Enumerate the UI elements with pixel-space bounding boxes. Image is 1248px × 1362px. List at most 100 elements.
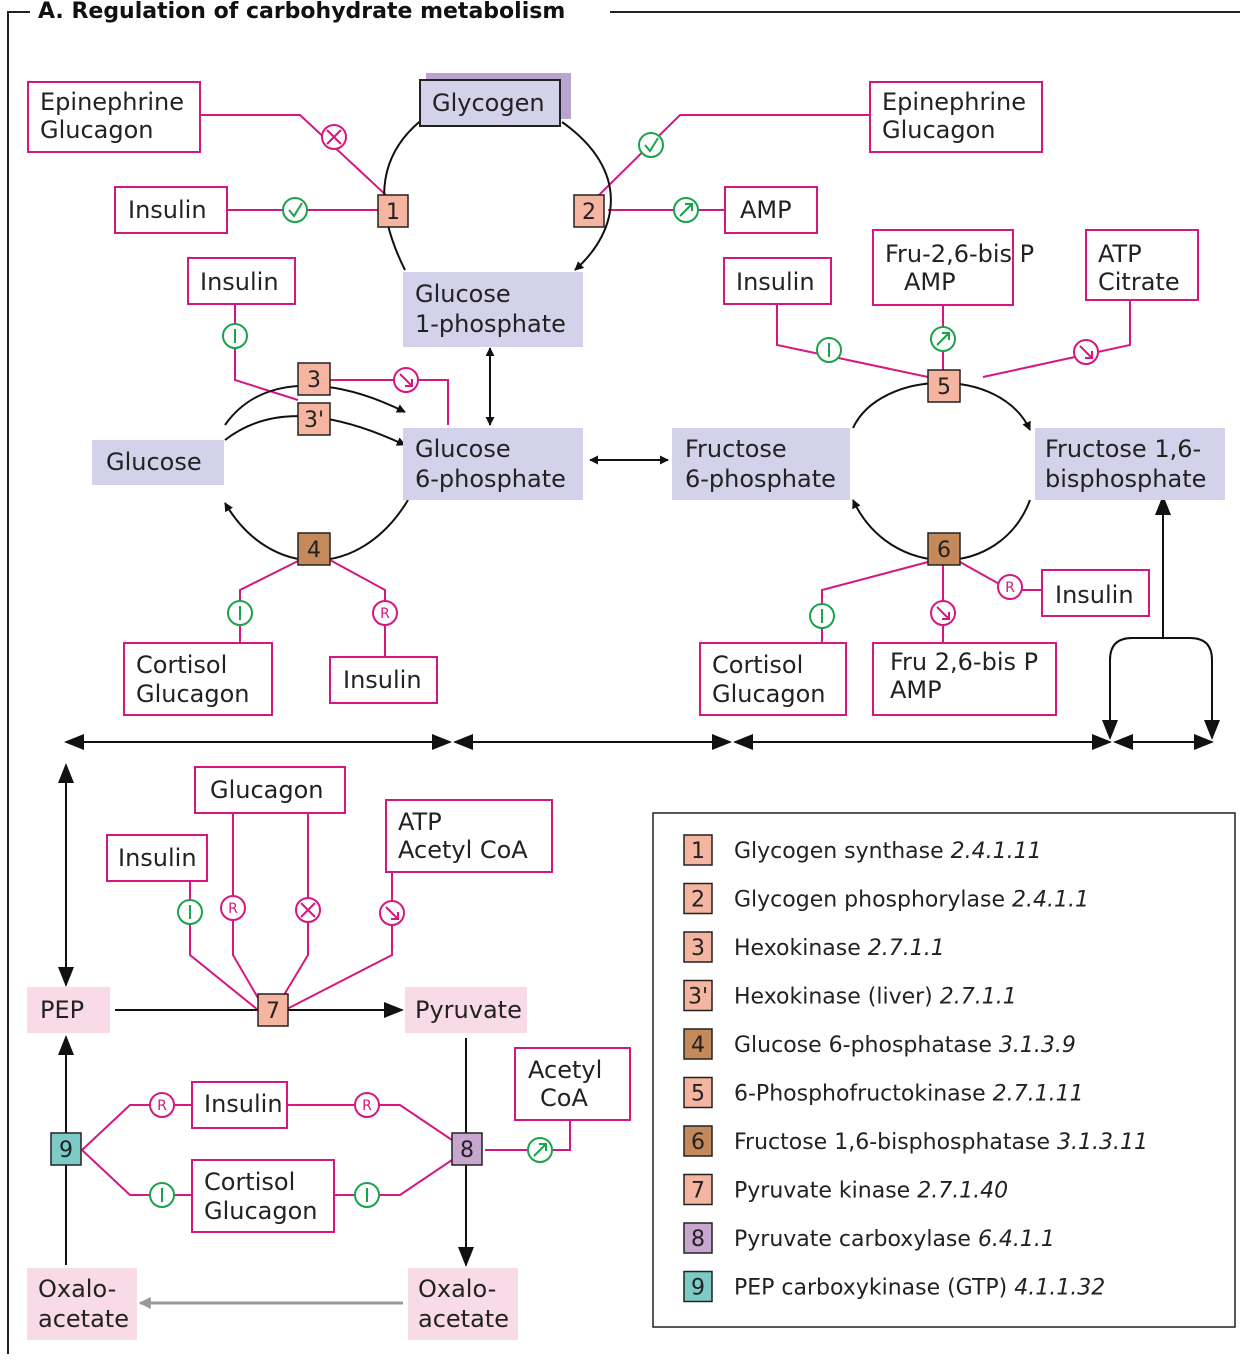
svg-text:1: 1 [386,200,400,225]
repress-icon: R [149,1092,175,1118]
legend-ec-number: 3.1.3.9 [999,1033,1076,1058]
reg-fru26bp-5: Fru-2,6-bis P [885,240,1034,268]
oaa-right-line2: acetate [418,1305,509,1333]
repress-icon: R [372,600,398,626]
increase-arrow-icon [930,326,956,352]
f16bp-label-line1: Fructose 1,6- [1045,435,1201,463]
oaa-left-line1: Oxalo- [38,1275,116,1303]
induce-icon [809,603,835,629]
reg-insulin-1: Insulin [128,196,207,224]
induce-icon [354,1182,380,1208]
legend-swatch [683,1270,713,1303]
activate-markers [282,132,664,223]
enzyme-box-9: 9 [50,1132,82,1166]
svg-text:R: R [362,1098,372,1114]
f16bp-label-line2: bisphosphate [1045,465,1206,493]
legend-ec-number: 2.7.1.1 [940,985,1017,1010]
inhibit-icon [295,897,321,923]
decrease-arrow-icon [930,600,956,626]
repress-markers: R R R R R [149,574,1023,1118]
legend-swatch [683,931,713,963]
outer-frame [7,11,1240,1354]
induce-icon [816,337,842,363]
oaa-left-line2: acetate [38,1305,129,1333]
legend-enzyme-name: Pyruvate carboxylase 6.4.1.1 [734,1227,1055,1252]
legend-number: 6 [691,1130,705,1155]
increase-arrow-icon [673,197,699,223]
reg-cortisol-8-9: Cortisol [204,1168,295,1196]
metabolite-glucose-6-phosphate: Glucose 6-phosphate [403,428,583,500]
inhibit-icon [321,124,347,150]
diagram-title: A. Regulation of carbohydrate metabolism [38,0,565,24]
legend-swatch [683,834,713,866]
svg-text:3: 3 [307,368,321,393]
reg-atp-7: ATP [398,808,442,836]
repress-icon: R [354,1092,380,1118]
reg-insulin-8-9: Insulin [204,1090,283,1118]
reg-coa-8: CoA [540,1084,588,1112]
g6p-label-line2: 6-phosphate [415,465,566,493]
legend-swatch [683,1076,713,1109]
legend-swatch [683,1125,713,1157]
enzyme-box-8: 8 [451,1132,483,1166]
metabolite-oxaloacetate-left: Oxalo- acetate [27,1268,137,1340]
svg-text:6: 6 [937,538,951,563]
reg-glucagon-2: Glucagon [882,116,996,144]
legend-row: 8 Pyruvate carboxylase 6.4.1.1 [683,1222,1055,1254]
enzyme-box-1: 1 [377,194,409,228]
svg-text:4: 4 [307,538,321,563]
legend-enzyme-name: 6-Phosphofructokinase 2.7.1.11 [734,1082,1084,1107]
svg-text:3': 3' [304,408,324,433]
svg-text:R: R [1005,580,1015,596]
legend-number: 3' [688,985,708,1010]
reg-insulin-3: Insulin [200,268,279,296]
legend-enzyme-name: PEP carboxykinase (GTP) 4.1.1.32 [734,1276,1105,1301]
legend-enzyme-name: Hexokinase 2.7.1.1 [734,936,945,961]
legend-number: 2 [691,888,705,913]
reg-amp-2: AMP [740,196,792,224]
reg-amp-5: AMP [904,268,956,296]
metabolite-glucose-1-phosphate: Glucose 1-phosphate [403,272,583,347]
reg-acetylcoa-7: Acetyl CoA [398,836,528,864]
enzyme-box-6: 6 [927,532,961,566]
repress-icon: R [997,574,1023,600]
induce-icon [177,899,203,925]
increase-arrow-icon [527,1137,553,1163]
legend-ec-number: 2.7.1.40 [917,1179,1008,1204]
induce-markers [149,323,842,1208]
legend-ec-number: 2.7.1.1 [868,936,945,961]
glycogen-label: Glycogen [432,89,545,117]
legend-swatch [683,979,713,1012]
decrease-arrow-icon [393,367,419,393]
enzyme-box-2: 2 [573,194,605,228]
legend-number: 8 [691,1227,705,1252]
reg-insulin-5: Insulin [736,268,815,296]
legend-row: 3' Hexokinase (liver) 2.7.1.1 [683,979,1017,1012]
decrease-markers [379,339,1099,926]
legend-swatch [683,882,713,915]
metabolite-glucose: Glucose [92,440,224,485]
legend-enzyme-name: Fructose 1,6-bisphosphatase 3.1.3.11 [734,1130,1148,1155]
reg-epinephrine-1: Epinephrine [40,88,184,116]
reg-glucagon-1: Glucagon [40,116,154,144]
enzyme-box-3-prime: 3' [297,402,331,436]
legend-swatch [683,1173,713,1206]
legend-ec-number: 2.4.1.1 [1012,888,1089,913]
induce-icon [227,600,253,626]
reg-cortisol-6: Cortisol [712,651,803,679]
legend-number: 1 [691,839,705,864]
reg-insulin-7: Insulin [118,844,197,872]
legend-number: 5 [691,1082,705,1107]
reg-glucagon-7: Glucagon [210,776,324,804]
enzyme-box-3: 3 [297,362,331,396]
metabolite-pyruvate: Pyruvate [405,987,527,1033]
reg-acetyl-8: Acetyl [528,1056,602,1084]
legend-number: 4 [691,1033,705,1058]
reg-epinephrine-2: Epinephrine [882,88,1026,116]
legend-enzyme-name: Hexokinase (liver) 2.7.1.1 [734,985,1017,1010]
